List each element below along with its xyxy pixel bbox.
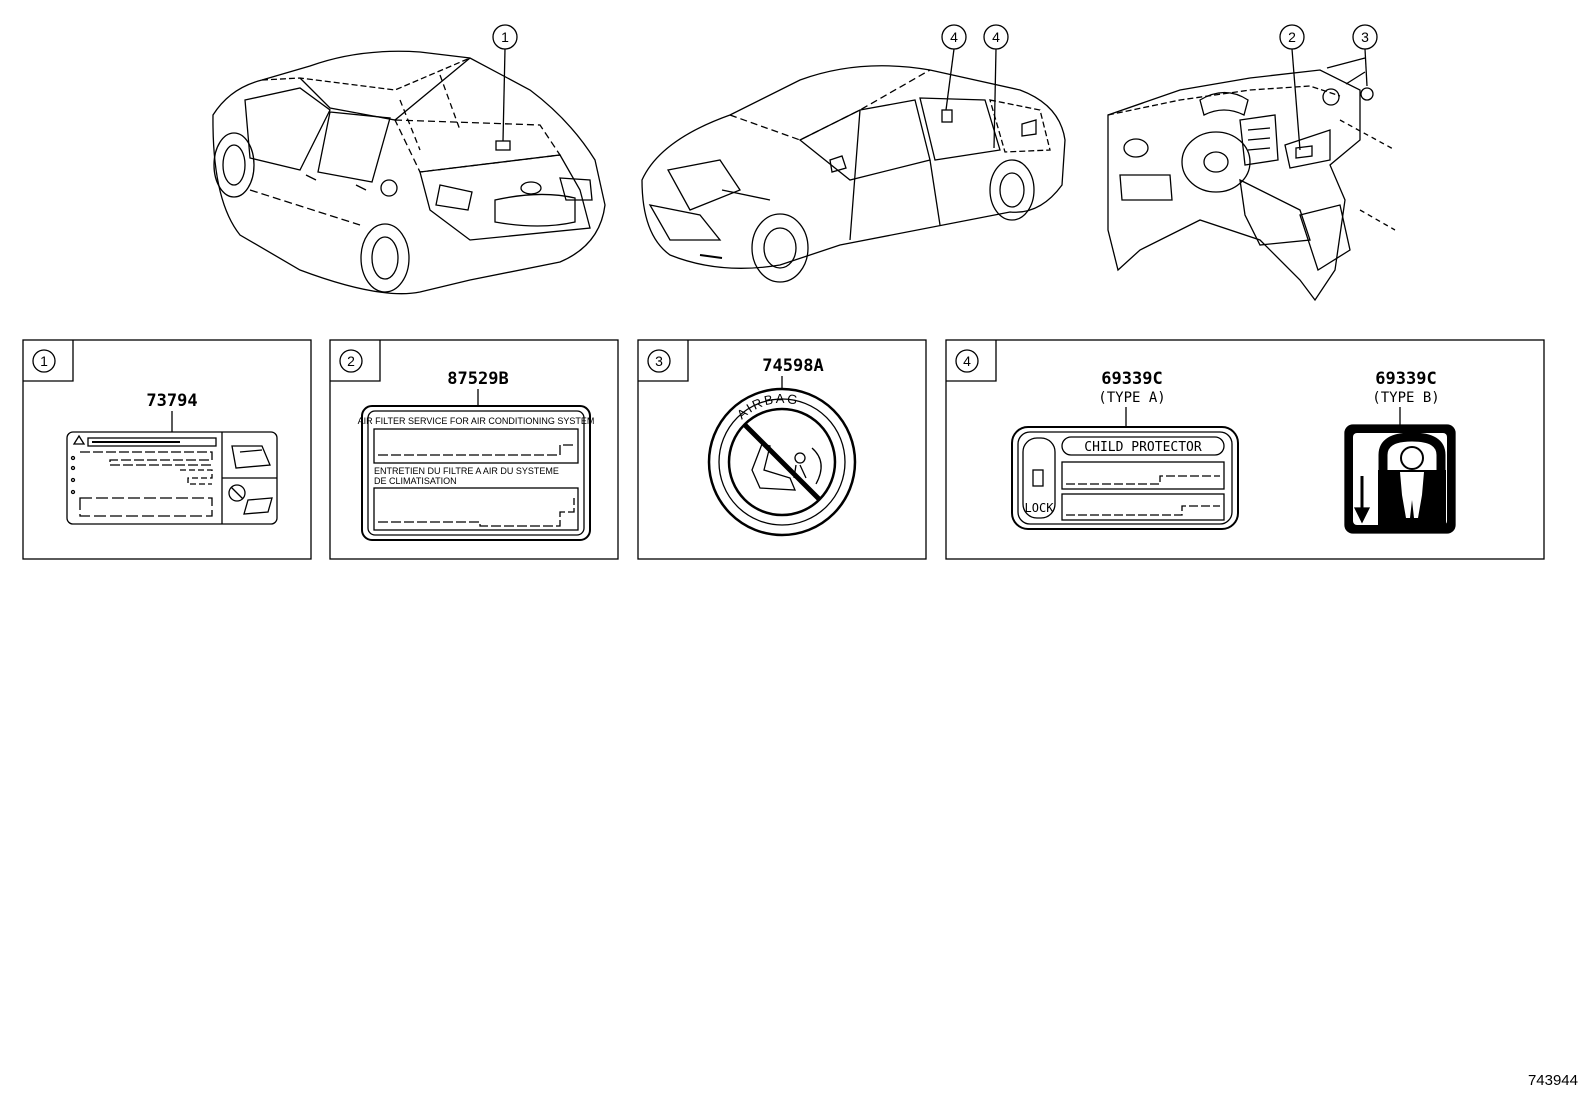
part-number-74598A: 74598A	[762, 356, 823, 376]
car-front-view	[641, 65, 1066, 283]
dashboard-view	[1107, 57, 1396, 302]
panel-1: 1 73794	[22, 339, 312, 560]
airbag-warning-sticker-74598A: AIRBAG	[707, 387, 857, 537]
svg-text:1: 1	[40, 353, 48, 369]
panel-2: 2 87529B AIR FILTER SERVICE FOR AIR COND…	[329, 339, 619, 560]
svg-text:4: 4	[963, 353, 971, 369]
svg-text:DE CLIMATISATION: DE CLIMATISATION	[374, 476, 457, 486]
part-number-73794: 73794	[146, 391, 197, 411]
warning-label-73794	[66, 431, 278, 525]
svg-text:AIR FILTER SERVICE FOR AIR CON: AIR FILTER SERVICE FOR AIR CONDITIONING …	[358, 416, 595, 426]
callout-4a-top: 4	[941, 24, 967, 111]
svg-text:CHILD PROTECTOR: CHILD PROTECTOR	[1084, 440, 1202, 455]
callout-2-top: 2	[1279, 24, 1305, 151]
figure-code: 743944	[1527, 1072, 1578, 1089]
svg-text:LOCK: LOCK	[1025, 501, 1055, 515]
panel-4: 4 69339C (TYPE A) LOCK CHILD PROTECTOR 6…	[945, 339, 1545, 560]
part-number-69339C-type-b: 69339C	[1375, 369, 1436, 389]
callout-4b-top: 4	[983, 24, 1009, 149]
svg-text:ENTRETIEN DU FILTRE A AIR DU S: ENTRETIEN DU FILTRE A AIR DU SYSTEME	[374, 466, 559, 476]
part-number-87529B: 87529B	[447, 369, 508, 389]
svg-text:2: 2	[1288, 29, 1296, 45]
part-number-69339C-type-a: 69339C	[1101, 369, 1162, 389]
svg-text:(TYPE B): (TYPE B)	[1372, 390, 1439, 406]
svg-text:3: 3	[655, 353, 663, 369]
callout-1-top: 1	[492, 24, 518, 142]
callout-3-top: 3	[1352, 24, 1378, 101]
svg-text:(TYPE A): (TYPE A)	[1098, 390, 1165, 406]
svg-text:3: 3	[1361, 29, 1369, 45]
panel-3: 3 74598A AIRBAG	[637, 339, 927, 560]
svg-text:4: 4	[992, 29, 1000, 45]
child-protector-label-type-a: LOCK CHILD PROTECTOR	[1011, 426, 1239, 530]
svg-text:2: 2	[347, 353, 355, 369]
svg-text:AIRBAG: AIRBAG	[734, 391, 801, 422]
child-lock-icon-type-b	[1344, 424, 1456, 534]
car-rear-view	[212, 50, 606, 295]
ac-filter-label-87529B: AIR FILTER SERVICE FOR AIR CONDITIONING …	[358, 405, 595, 541]
svg-text:4: 4	[950, 29, 958, 45]
svg-text:1: 1	[501, 29, 509, 45]
